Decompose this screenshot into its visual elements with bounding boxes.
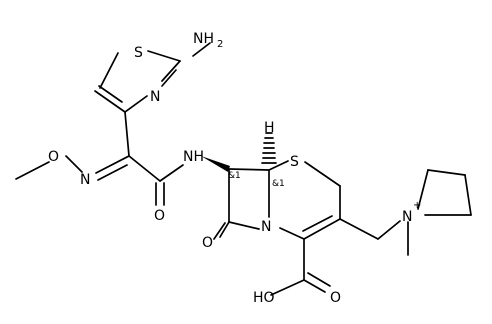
amide-group [155, 164, 184, 206]
acid-o-label: O [330, 290, 341, 306]
amine-label: NH [193, 31, 214, 47]
pyrrolidinium-charge: + [413, 200, 421, 211]
amide-nh-label: NH [183, 149, 204, 165]
amide-o-label: O [154, 208, 165, 224]
ring-s-label: S [290, 154, 299, 170]
carboxylic-acid [270, 238, 331, 296]
stereo-tag-2: &1 [272, 179, 285, 189]
thiazole-n-label: N [150, 89, 160, 105]
pyrrolidinium-group [339, 169, 472, 256]
oxime-o-label: O [48, 149, 59, 165]
ring-n-label: N [261, 219, 271, 235]
acid-oh-label: HO [253, 290, 275, 306]
stereo-h-label: H [264, 120, 275, 136]
oxime-n-label: N [80, 172, 90, 188]
lactam-o-label: O [202, 235, 213, 251]
dihydrothiazine-ring [268, 160, 341, 240]
thiazole-ring [94, 42, 211, 113]
stereo-tag-1: &1 [228, 171, 241, 181]
pyrrolidinium-n-label: N [402, 209, 412, 225]
oxime-side-chain [15, 111, 161, 182]
hashed-bond [261, 132, 277, 164]
thiazole-s-label: S [134, 45, 143, 61]
wedge-bond [201, 156, 230, 172]
amine-subscript: 2 [217, 39, 223, 50]
beta-lactam-ring [201, 156, 270, 240]
